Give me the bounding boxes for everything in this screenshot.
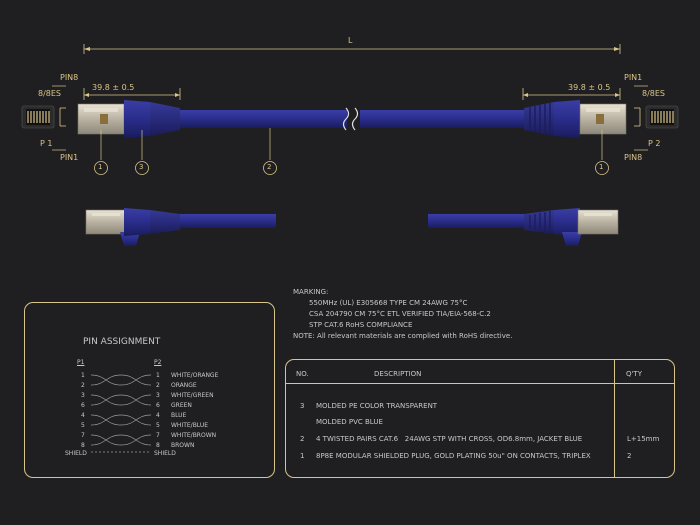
callout-leaders bbox=[52, 85, 648, 160]
lower-left-plug bbox=[85, 208, 276, 246]
cable-drawing bbox=[21, 44, 679, 246]
row-description: MOLDED PE COLOR TRANSPARENT bbox=[316, 402, 438, 410]
callout-number: 2 bbox=[267, 163, 272, 171]
right-plug-dimension bbox=[522, 88, 621, 100]
left-port-label: P 1 bbox=[40, 139, 53, 148]
callout-number: 1 bbox=[599, 163, 604, 171]
callout-number: 1 bbox=[98, 163, 103, 171]
pin-number: 3 bbox=[81, 392, 85, 399]
right-plug-face-icon bbox=[634, 105, 679, 129]
pin-number: 8 bbox=[156, 442, 160, 449]
marking-title: MARKING: bbox=[293, 288, 329, 296]
right-plug bbox=[524, 100, 627, 138]
row-qty: L+15mm bbox=[627, 435, 660, 443]
cable bbox=[180, 107, 524, 131]
right-dimension-label: 39.8 ± 0.5 bbox=[568, 83, 611, 92]
callout-circle bbox=[94, 161, 108, 175]
left-plug bbox=[77, 100, 180, 138]
left-plug-face-icon bbox=[21, 105, 66, 129]
row-description: MOLDED PVC BLUE bbox=[316, 418, 383, 426]
header-description: DESCRIPTION bbox=[374, 370, 422, 378]
wire-color: BROWN bbox=[171, 442, 195, 449]
wire-color: WHITE/BROWN bbox=[171, 432, 217, 439]
wire-color: WHITE/ORANGE bbox=[171, 372, 219, 379]
row-description: 8P8E MODULAR SHIELDED PLUG, GOLD PLATING… bbox=[316, 452, 591, 460]
pin-number: 5 bbox=[81, 422, 85, 429]
pin-number: 5 bbox=[156, 422, 160, 429]
left-dimension-label: 39.8 ± 0.5 bbox=[92, 83, 135, 92]
header-divider bbox=[286, 383, 674, 384]
left-pin-bottom-label: PIN1 bbox=[60, 153, 79, 162]
row-no: 2 bbox=[300, 435, 305, 443]
twisted-pairs-diagram bbox=[91, 374, 151, 453]
bom-table: NO. DESCRIPTION Q'TY 3 MOLDED PE COLOR T… bbox=[285, 359, 675, 478]
marking-line: 550MHz (UL) E305668 TYPE CM 24AWG 75°C bbox=[309, 299, 468, 307]
wire-color: WHITE/BLUE bbox=[171, 422, 209, 429]
callout-circle bbox=[263, 161, 277, 175]
pin-number: 2 bbox=[81, 382, 85, 389]
pin-number: 2 bbox=[156, 382, 160, 389]
pin-assignment-title: PIN ASSIGNMENT bbox=[83, 337, 161, 347]
lower-right-plug bbox=[428, 208, 619, 246]
shield-left-label: SHIELD bbox=[65, 450, 87, 457]
length-label: L bbox=[348, 36, 353, 45]
wire-color: WHITE/GREEN bbox=[171, 392, 214, 399]
callout-circle bbox=[135, 161, 149, 175]
right-port-label: P 2 bbox=[648, 139, 661, 148]
rohs-note: NOTE: All relevant materials are complie… bbox=[293, 332, 513, 340]
wire-color: GREEN bbox=[171, 402, 192, 409]
right-pin-bottom-label: PIN8 bbox=[624, 153, 643, 162]
p1-header: P1 bbox=[77, 359, 85, 366]
pin-number: 6 bbox=[156, 402, 160, 409]
header-no: NO. bbox=[296, 370, 309, 378]
pin-number: 1 bbox=[81, 372, 85, 379]
right-plug-type-label: 8/8ES bbox=[642, 89, 666, 98]
row-qty: 2 bbox=[627, 452, 632, 460]
wire-color: BLUE bbox=[171, 412, 187, 419]
pin-number: 4 bbox=[81, 412, 85, 419]
left-plug-dimension bbox=[83, 88, 181, 100]
row-no: 1 bbox=[300, 452, 305, 460]
p2-header: P2 bbox=[154, 359, 162, 366]
pin-number: 6 bbox=[81, 402, 85, 409]
row-description: 4 TWISTED PAIRS CAT.6 24AWG STP WITH CRO… bbox=[316, 435, 583, 443]
pin-assignment-panel: PIN ASSIGNMENT P1 P2 1 2 3 6 4 5 7 8 1 2… bbox=[24, 302, 275, 478]
pin-number: 7 bbox=[81, 432, 85, 439]
pin-number: 4 bbox=[156, 412, 160, 419]
marking-block: MARKING: 550MHz (UL) E305668 TYPE CM 24A… bbox=[293, 287, 512, 342]
pin-number: 3 bbox=[156, 392, 160, 399]
left-plug-type-label: 8/8ES bbox=[38, 89, 62, 98]
pin-number: 8 bbox=[81, 442, 85, 449]
marking-line: CSA 204790 CM 75°C ETL VERIFIED TIA/EIA-… bbox=[309, 310, 491, 318]
wire-colors: WHITE/ORANGE ORANGE WHITE/GREEN GREEN BL… bbox=[171, 371, 218, 451]
right-pin-top-label: PIN1 bbox=[624, 73, 643, 82]
pin-number: 7 bbox=[156, 432, 160, 439]
pin-number: 1 bbox=[156, 372, 160, 379]
p1-pins: 1 2 3 6 4 5 7 8 bbox=[81, 371, 85, 451]
p2-pins: 1 2 3 6 4 5 7 8 bbox=[156, 371, 160, 451]
row-no: 3 bbox=[300, 402, 305, 410]
shield-right-label: SHIELD bbox=[154, 450, 176, 457]
marking-line: STP CAT.6 RoHS COMPLIANCE bbox=[309, 321, 413, 329]
header-qty: Q'TY bbox=[626, 370, 642, 378]
callout-number: 3 bbox=[139, 163, 144, 171]
qty-column-divider bbox=[614, 360, 615, 477]
callout-circle bbox=[595, 161, 609, 175]
length-dimension bbox=[83, 44, 621, 54]
left-pin-top-label: PIN8 bbox=[60, 73, 79, 82]
wire-color: ORANGE bbox=[171, 382, 197, 389]
